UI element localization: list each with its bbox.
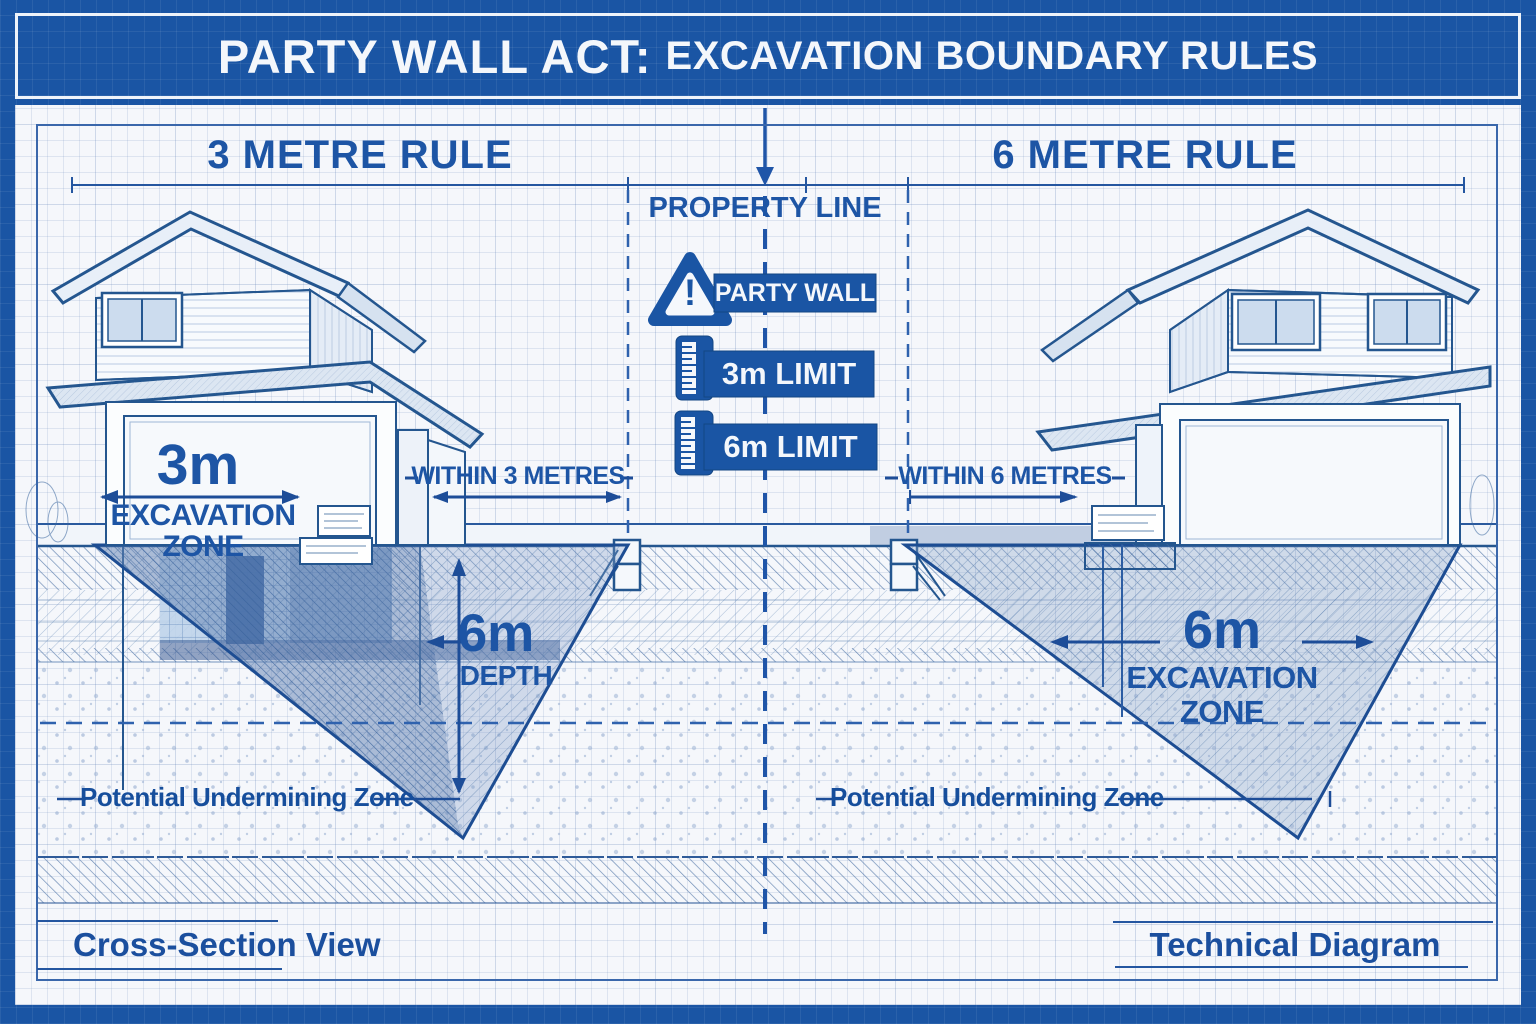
title-bar: PARTY WALL ACT: EXCAVATION BOUNDARY RULE… (15, 13, 1521, 99)
right-zone-value: 6m (1182, 600, 1262, 660)
right-zone-zone: ZONE (1179, 694, 1265, 729)
left-zone-zone: ZONE (162, 530, 244, 563)
undermining-zone-right-label: Potential Undermining Zone (830, 782, 1164, 812)
right-zone-excavation: EXCAVATION (1126, 660, 1318, 695)
within-3-metres-label: WITHIN 3 METRES (411, 462, 625, 490)
left-zone-value: 3m (156, 433, 240, 497)
within-6-metres-label: WITHIN 6 METRES (898, 462, 1112, 490)
footer-technical-diagram: Technical Diagram (1149, 926, 1441, 963)
left-zone-excavation: EXCAVATION (110, 499, 296, 532)
warning-exclamation-glyph: ! (683, 272, 697, 313)
party-wall-banner-label: PARTY WALL (714, 278, 876, 307)
page-title-main: PARTY WALL ACT: (217, 29, 652, 83)
footer-cross-section-view: Cross-Section View (73, 926, 381, 963)
depth-value: 6m (457, 604, 535, 663)
limit-6m-banner-label: 6m LIMIT (723, 428, 858, 464)
limit-3m-banner-label: 3m LIMIT (721, 355, 857, 391)
depth-label: DEPTH (459, 660, 553, 691)
heading-3-metre-rule: 3 METRE RULE (207, 133, 513, 177)
undermining-zone-left-label: Potential Undermining Zone (80, 782, 414, 812)
heading-6-metre-rule: 6 METRE RULE (992, 133, 1298, 177)
property-line-label: PROPERTY LINE (648, 192, 882, 224)
page-title-sub: EXCAVATION BOUNDARY RULES (665, 33, 1319, 78)
